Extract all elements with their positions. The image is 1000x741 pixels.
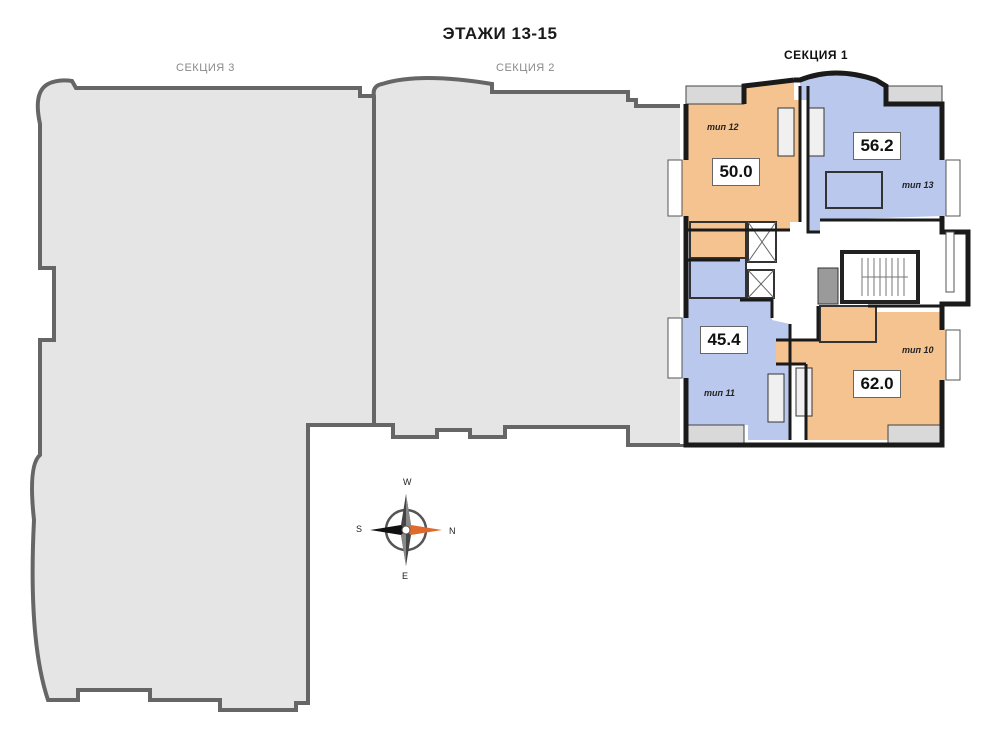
compass <box>370 494 442 566</box>
kitchen-counter <box>795 367 813 417</box>
apartment-type13-label: тип 13 <box>902 180 934 190</box>
apartment-type12-label: тип 12 <box>707 122 739 132</box>
apartment-type11-area[interactable]: 45.4 <box>700 326 748 354</box>
apartment-type10-balcony <box>887 424 941 444</box>
apartment-type13-balcony <box>885 85 943 105</box>
page-title: ЭТАЖИ 13-15 <box>442 24 558 43</box>
section-3-outline <box>30 78 376 712</box>
apartment-type12-fill <box>676 80 800 230</box>
compass-north-label: N <box>449 526 456 536</box>
section-2-label: СЕКЦИЯ 2 <box>496 62 555 74</box>
apartment-type13-area[interactable]: 56.2 <box>853 132 901 160</box>
apartment-type12-balcony <box>685 85 745 105</box>
section-3-label: СЕКЦИЯ 3 <box>176 62 235 74</box>
compass-west-label: W <box>403 477 412 487</box>
apartment-type11-label: тип 11 <box>704 388 735 398</box>
compass-south-label: S <box>356 524 363 534</box>
apartment-type10-area[interactable]: 62.0 <box>853 370 901 398</box>
kitchen-counter <box>767 373 785 423</box>
bathroom-block <box>689 257 747 299</box>
section-2-outline <box>371 76 686 447</box>
apartment-type11-balcony <box>685 424 745 444</box>
section-1-walls <box>683 70 971 448</box>
kitchen-counter <box>807 107 825 157</box>
bathroom-block <box>819 305 877 343</box>
section-1-label: СЕКЦИЯ 1 <box>784 48 849 62</box>
utility-shaft <box>817 267 839 305</box>
apartment-type10-label: тип 10 <box>902 345 934 355</box>
bathroom-block <box>689 221 747 259</box>
kitchen-counter <box>777 107 795 157</box>
bathroom-block <box>825 171 883 209</box>
apartment-type12-area[interactable]: 50.0 <box>712 158 760 186</box>
compass-east-label: E <box>402 571 409 581</box>
